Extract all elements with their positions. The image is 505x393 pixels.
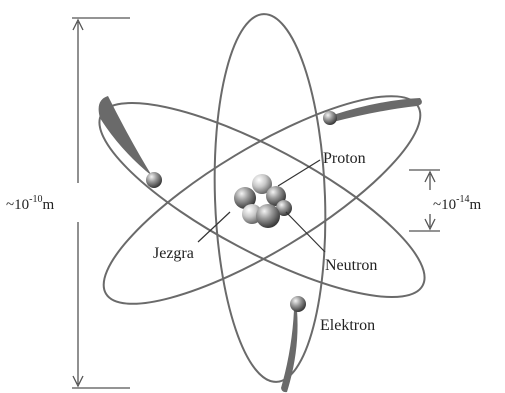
- neutron-label: Neutron: [325, 257, 377, 274]
- electron-2: [323, 111, 337, 125]
- atom-size-label: ~10-10m: [6, 194, 54, 213]
- nucleon: [256, 204, 280, 228]
- nucleus-leader: [197, 211, 231, 243]
- leader-lines: [197, 159, 326, 253]
- atom-size-dimension: [72, 17, 130, 389]
- proton-label: Proton: [323, 150, 366, 167]
- nucleus-size-dimension: [409, 169, 440, 232]
- nucleon: [276, 200, 292, 216]
- electron-trails: [98, 96, 422, 393]
- electron-1: [146, 172, 162, 188]
- nucleus-label: Jezgra: [153, 245, 194, 262]
- orbit-vertical: [213, 13, 327, 383]
- nucleon: [252, 174, 272, 194]
- orbits: [98, 13, 426, 383]
- nucleon: [234, 187, 256, 209]
- orbit-ascending: [102, 95, 422, 305]
- nucleus: [234, 174, 292, 228]
- electron-3: [290, 296, 306, 312]
- neutron-leader: [285, 211, 326, 253]
- electron-label: Elektron: [320, 317, 375, 334]
- proton-leader: [277, 159, 321, 187]
- nucleus-size-label: ~10-14m: [433, 194, 481, 213]
